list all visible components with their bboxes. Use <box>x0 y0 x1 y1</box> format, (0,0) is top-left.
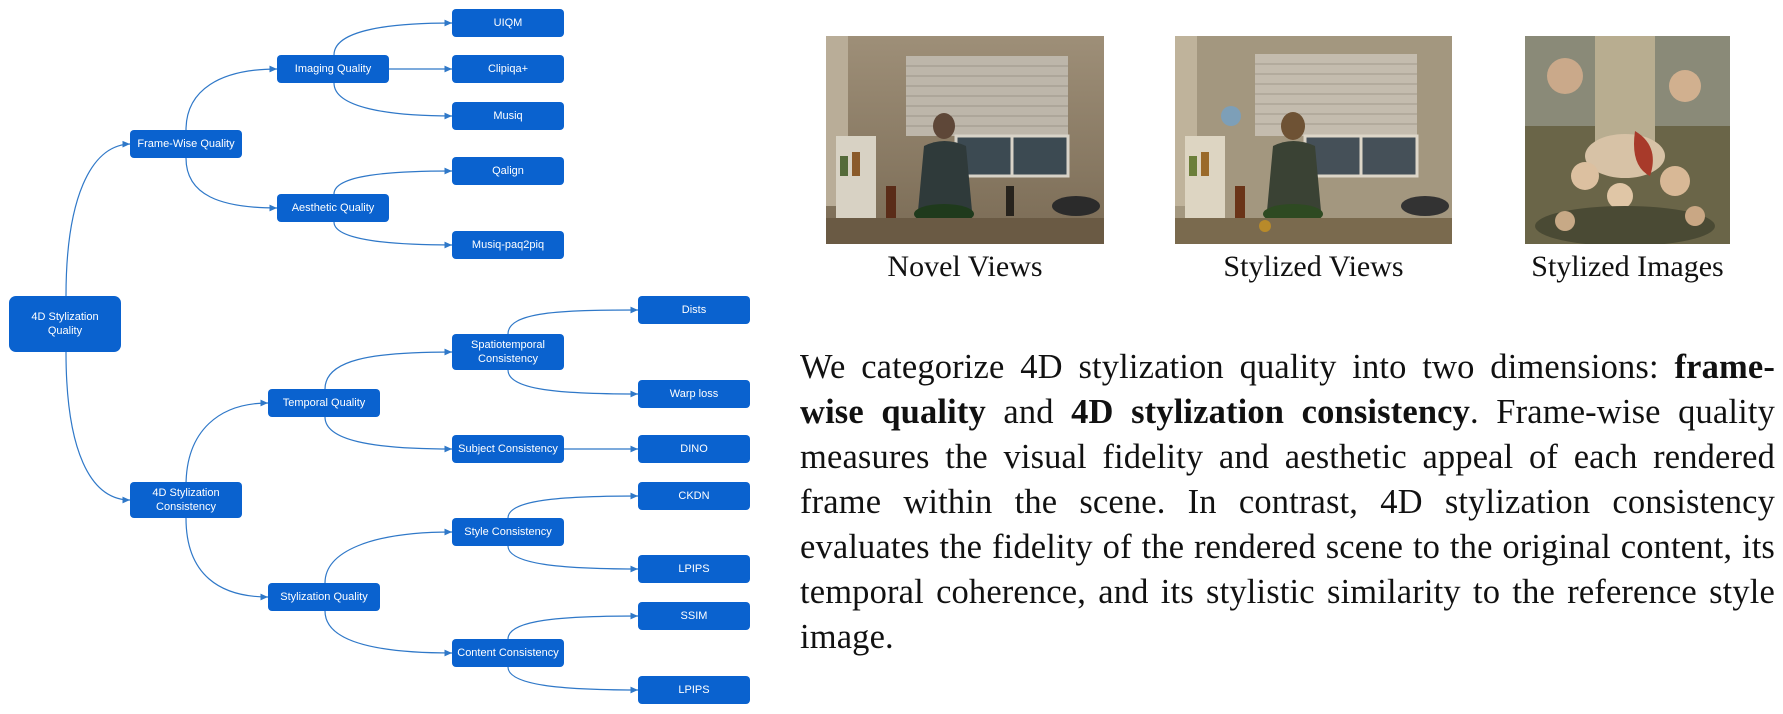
node-lpips-content: LPIPS <box>638 676 750 704</box>
node-ssim: SSIM <box>638 602 750 630</box>
edge-style-lpips <box>507 545 639 573</box>
caption-novel-views: Novel Views <box>887 250 1043 283</box>
node-temporal-quality: Temporal Quality <box>268 389 380 417</box>
node-root: 4D Stylization Quality <box>9 296 121 352</box>
edge-temporal-subject <box>324 416 453 453</box>
edge-content-lpips <box>507 666 639 694</box>
node-warp-loss: Warp loss <box>638 380 750 408</box>
edge-aesthetic-qalign <box>333 167 453 195</box>
node-content-consistency: Content Consistency <box>452 639 564 667</box>
edge-spatiotemporal-dists <box>507 306 639 335</box>
description-text-3: . Frame-wise quality measures the visual… <box>800 393 1775 656</box>
description-text-1: We categorize 4D stylization quality int… <box>800 348 1675 386</box>
edge-stylization-content <box>324 610 453 657</box>
edge-root-consistency <box>65 351 131 504</box>
edge-stylization-style <box>324 528 453 584</box>
node-style-consistency: Style Consistency <box>452 518 564 546</box>
caption-stylized-views: Stylized Views <box>1223 250 1404 283</box>
edge-root-framewise <box>65 140 131 297</box>
node-musiq: Musiq <box>452 102 564 130</box>
edge-consistency-stylization <box>185 517 269 601</box>
stylized-views-image <box>1175 36 1452 244</box>
caption-stylized-images: Stylized Images <box>1531 250 1724 283</box>
description-bold-frame-wise: frame-wise quality <box>800 348 1775 431</box>
node-imaging-quality: Imaging Quality <box>277 55 389 83</box>
node-lpips-style: LPIPS <box>638 555 750 583</box>
edge-consistency-temporal <box>185 399 269 487</box>
node-musiq-paq2piq: Musiq-paq2piq <box>452 231 564 259</box>
edge-aesthetic-musiqpaq <box>333 221 453 249</box>
node-4d-stylization-consistency: 4D Stylization Consistency <box>130 482 242 518</box>
novel-views-image <box>826 36 1104 244</box>
node-dists: Dists <box>638 296 750 324</box>
edge-temporal-spatiotemporal <box>324 348 453 390</box>
node-aesthetic-quality: Aesthetic Quality <box>277 194 389 222</box>
node-spatiotemporal-consistency: Spatiotemporal Consistency <box>452 334 564 370</box>
edge-framewise-imaging <box>185 65 278 131</box>
edge-style-ckdn <box>507 492 639 519</box>
description-paragraph: We categorize 4D stylization quality int… <box>800 345 1775 660</box>
node-uiqm: UIQM <box>452 9 564 37</box>
edge-spatiotemporal-warp <box>507 369 639 398</box>
node-frame-wise-quality: Frame-Wise Quality <box>130 130 242 158</box>
edge-imaging-uiqm <box>333 19 453 56</box>
edge-content-ssim <box>507 612 639 640</box>
stylized-images-painting <box>1525 36 1730 244</box>
node-stylization-quality: Stylization Quality <box>268 583 380 611</box>
edge-imaging-musiq <box>333 82 453 120</box>
node-subject-consistency: Subject Consistency <box>452 435 564 463</box>
node-ckdn: CKDN <box>638 482 750 510</box>
node-dino: DINO <box>638 435 750 463</box>
node-clipiqa: Clipiqa+ <box>452 55 564 83</box>
quality-taxonomy-diagram: 4D Stylization Quality Frame-Wise Qualit… <box>0 0 760 714</box>
description-text-2: and <box>985 393 1072 431</box>
edge-framewise-aesthetic <box>185 157 278 212</box>
description-bold-consistency: 4D stylization consistency <box>1071 393 1471 431</box>
node-qalign: Qalign <box>452 157 564 185</box>
diagram-edges <box>65 19 639 694</box>
